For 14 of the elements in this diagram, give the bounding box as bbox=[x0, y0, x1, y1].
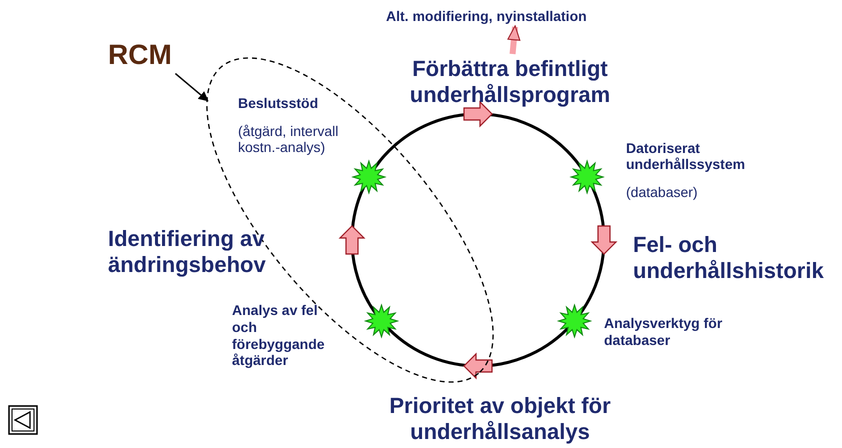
step-label: Analys av fel och förebyggande åtgärder bbox=[232, 302, 332, 370]
stage-label: Fel- och underhållshistorik bbox=[633, 232, 838, 285]
heading-label: RCM bbox=[108, 38, 198, 72]
arrow bbox=[507, 25, 520, 54]
stage-label: Identifiering av ändringsbehov bbox=[108, 226, 308, 279]
step-title: Beslutsstöd bbox=[238, 95, 320, 111]
step-title: Datoriserat underhållssystem bbox=[626, 140, 746, 172]
step-note: (åtgärd, intervall kostn.-analys) bbox=[238, 123, 340, 155]
step-note: (databaser) bbox=[626, 184, 699, 200]
step-label: Analysverktyg för databaser bbox=[604, 315, 754, 349]
stage-label: Prioritet av objekt för underhållsanalys bbox=[360, 393, 640, 446]
stage-label: Förbättra befintligt underhållsprogram bbox=[385, 56, 635, 109]
arrow bbox=[174, 73, 209, 102]
result-label: Alt. modifiering, nyinstallation bbox=[386, 8, 646, 25]
